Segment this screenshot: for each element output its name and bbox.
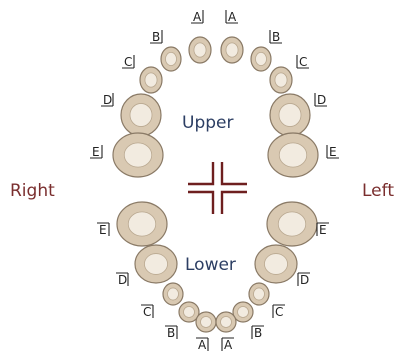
lower-tooth-label: D: [118, 273, 127, 287]
lower-tooth-label: C: [275, 305, 283, 319]
upper-tooth-label: E: [92, 145, 100, 159]
upper-tooth-quadrant-mark: [150, 30, 163, 44]
upper-tooth-surface: [278, 142, 308, 168]
right-side-label: Right: [10, 181, 55, 201]
upper-tooth-quadrant-mark: [326, 145, 339, 159]
upper-tooth-label: C: [124, 55, 132, 69]
upper-tooth-surface: [278, 103, 302, 127]
lower-tooth-surface: [253, 287, 265, 301]
upper-tooth-quadrant-mark: [296, 55, 309, 69]
lower-arch-label: Lower: [185, 255, 236, 275]
upper-tooth-quadrant-mark: [269, 30, 282, 44]
upper-tooth-label: E: [329, 145, 337, 159]
lower-tooth-quadrant-mark: [316, 222, 329, 236]
lower-tooth-surface: [144, 253, 168, 275]
lower-tooth-quadrant-mark: [297, 272, 310, 286]
upper-tooth-right-e: E: [90, 132, 164, 178]
upper-tooth-left-e: E: [267, 132, 339, 178]
lower-tooth-right-d: D: [116, 244, 178, 287]
lower-tooth-left-c: C: [248, 282, 285, 319]
lower-tooth-left-a: A: [215, 311, 237, 352]
left-side-label: Left: [362, 181, 394, 201]
upper-tooth-right-d: D: [101, 93, 162, 137]
upper-tooth-left-b: B: [250, 30, 282, 72]
upper-tooth-surface: [123, 142, 153, 168]
upper-tooth-surface: [193, 42, 207, 58]
lower-tooth-left-b: B: [232, 301, 264, 340]
upper-tooth-label: C: [299, 55, 307, 69]
upper-tooth-right-b: B: [150, 30, 182, 72]
lower-tooth-right-c: C: [141, 282, 184, 319]
lower-tooth-label: E: [319, 223, 327, 237]
upper-tooth-surface: [129, 103, 153, 127]
lower-tooth-label: B: [167, 326, 175, 340]
upper-tooth-surface: [144, 72, 158, 88]
upper-tooth-surface: [165, 52, 177, 67]
upper-tooth-label: A: [228, 10, 237, 24]
lower-tooth-quadrant-mark: [221, 337, 234, 351]
upper-tooth-quadrant-mark: [225, 10, 238, 24]
upper-tooth-label: D: [317, 93, 326, 107]
lower-tooth-quadrant-mark: [97, 222, 110, 236]
lower-tooth-surface: [237, 306, 249, 318]
lower-tooth-left-e: E: [266, 201, 329, 247]
upper-tooth-right-a: A: [188, 10, 212, 64]
lower-tooth-left-d: D: [254, 244, 310, 287]
upper-tooth-label: B: [152, 30, 160, 44]
lower-tooth-surface: [127, 211, 157, 237]
lower-tooth-label: B: [254, 326, 262, 340]
upper-tooth-quadrant-mark: [101, 93, 114, 107]
lower-tooth-surface: [200, 316, 212, 328]
upper-tooth-surface: [274, 72, 288, 88]
upper-tooth-quadrant-mark: [314, 93, 327, 107]
lower-tooth-right-e: E: [97, 201, 168, 247]
upper-tooth-surface: [255, 52, 267, 67]
lower-tooth-quadrant-mark: [165, 325, 178, 339]
lower-tooth-right-a: A: [195, 311, 217, 352]
lower-tooth-right-b: B: [165, 301, 200, 340]
upper-tooth-quadrant-mark: [90, 145, 103, 159]
lower-tooth-quadrant-mark: [141, 304, 154, 318]
upper-arch-label: Upper: [182, 113, 233, 133]
upper-tooth-left-c: C: [269, 55, 309, 94]
lower-tooth-quadrant-mark: [196, 337, 209, 351]
midline-cross-symbol: [188, 162, 247, 214]
upper-tooth-label: D: [103, 93, 112, 107]
lower-tooth-quadrant-mark: [272, 304, 285, 318]
upper-tooth-label: B: [272, 30, 280, 44]
lower-tooth-surface: [167, 287, 179, 301]
lower-tooth-quadrant-mark: [116, 272, 129, 286]
upper-tooth-label: A: [193, 10, 202, 24]
upper-tooth-left-d: D: [269, 93, 327, 137]
lower-tooth-surface: [277, 211, 307, 237]
upper-tooth-surface: [225, 42, 239, 58]
lower-tooth-label: D: [300, 273, 309, 287]
upper-tooth-left-a: A: [220, 10, 244, 64]
upper-arch: A A B B C C D D E E: [90, 10, 339, 178]
lower-tooth-quadrant-mark: [251, 325, 264, 339]
lower-tooth-surface: [264, 253, 288, 275]
upper-tooth-quadrant-mark: [191, 10, 204, 24]
lower-tooth-surface: [183, 306, 195, 318]
upper-tooth-right-c: C: [122, 55, 163, 94]
upper-tooth-quadrant-mark: [122, 55, 135, 69]
lower-tooth-label: C: [143, 305, 151, 319]
lower-tooth-label: A: [224, 338, 233, 352]
lower-tooth-label: A: [198, 338, 207, 352]
lower-tooth-label: E: [99, 223, 107, 237]
lower-tooth-surface: [220, 316, 232, 328]
